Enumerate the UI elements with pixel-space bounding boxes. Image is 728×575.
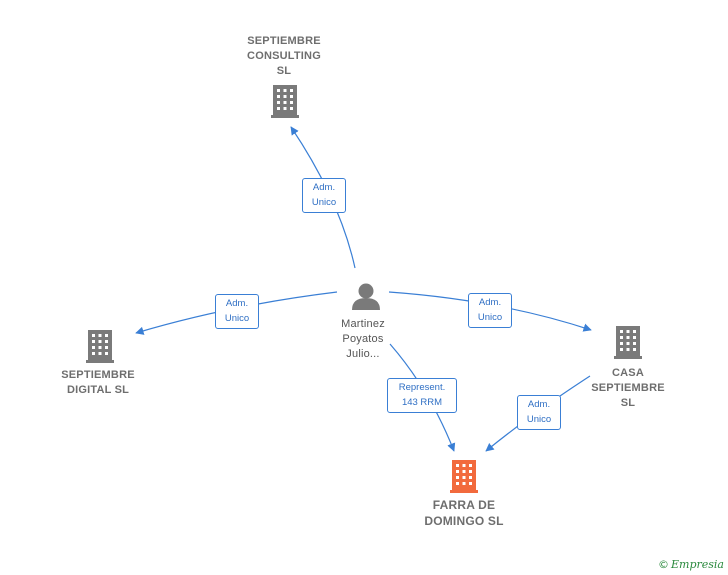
node-label-casa-septiembre[interactable]: CASA SEPTIEMBRE SL bbox=[591, 367, 665, 409]
person-icon[interactable] bbox=[352, 283, 380, 311]
brand-name: Empresia bbox=[671, 558, 724, 571]
edge-label-represent-farra: Represent. 143 RRM bbox=[387, 378, 457, 413]
node-label-person[interactable]: Martinez Poyatos Julio... bbox=[341, 318, 385, 360]
building-icon[interactable] bbox=[614, 326, 642, 359]
edge-label-adm-unico-consulting: Adm. Unico bbox=[302, 178, 346, 213]
edge-label-adm-unico-casa-farra: Adm. Unico bbox=[517, 395, 561, 430]
node-label-septiembre-consulting[interactable]: SEPTIEMBRE CONSULTING SL bbox=[247, 35, 321, 77]
copyright-icon: © bbox=[658, 558, 669, 571]
building-icon[interactable] bbox=[271, 85, 299, 118]
building-icon[interactable] bbox=[450, 460, 478, 493]
edge-label-adm-unico-digital: Adm. Unico bbox=[215, 294, 259, 329]
node-label-septiembre-digital[interactable]: SEPTIEMBRE DIGITAL SL bbox=[61, 369, 135, 396]
brand-footer[interactable]: ©Empresia bbox=[658, 558, 724, 571]
building-icon[interactable] bbox=[86, 330, 114, 363]
edge-label-adm-unico-casa: Adm. Unico bbox=[468, 293, 512, 328]
node-label-farra-de-domingo[interactable]: FARRA DE DOMINGO SL bbox=[424, 498, 504, 528]
